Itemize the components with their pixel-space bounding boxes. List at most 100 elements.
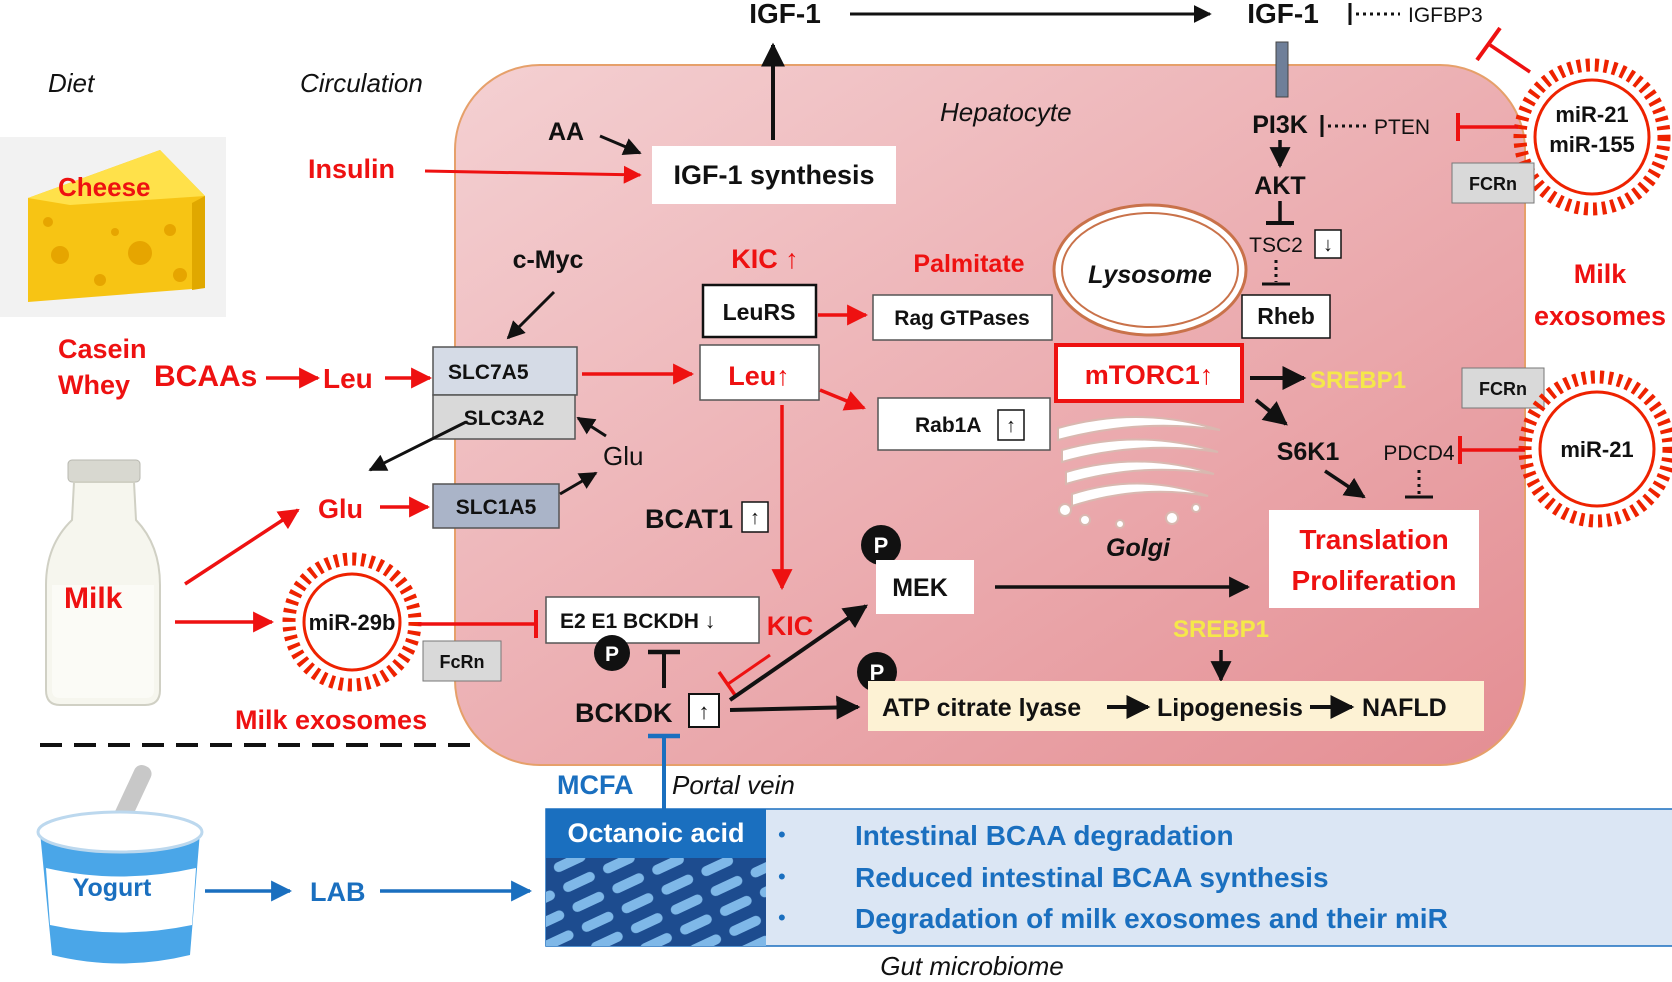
inhibit-exosome-igfbp3-bar	[1475, 26, 1502, 62]
slc3a2-label: SLC3A2	[464, 407, 545, 430]
lab-label: LAB	[310, 877, 366, 907]
translation-box	[1269, 510, 1479, 608]
casein-label: Casein	[58, 334, 147, 364]
slc3a2-box	[432, 394, 576, 440]
pi3k-label: PI3K	[1252, 111, 1308, 139]
kic-bottom-label: KIC	[767, 611, 814, 641]
leurs-box	[701, 283, 818, 339]
milk-exosomes-right-label-1: Milk	[1574, 259, 1627, 289]
arrow-glu-slc3a2	[576, 416, 607, 438]
effect-bullet-3: •	[778, 905, 786, 930]
tsc2-down-box	[1314, 229, 1342, 259]
p-badge-mek	[861, 525, 901, 565]
octanoic-acid-label: Octanoic acid	[567, 818, 744, 848]
rab1a-label: Rab1A	[915, 414, 982, 437]
mir21-lower-label: miR-21	[1560, 437, 1633, 462]
arrow-slc3a2-glu-out	[368, 420, 467, 472]
effect-3-label: Degradation of milk exosomes and their m…	[855, 903, 1448, 934]
rheb-label: Rheb	[1257, 303, 1315, 329]
whey-label: Whey	[58, 370, 130, 400]
igf1-receptor	[1275, 41, 1289, 98]
aa-label: AA	[548, 118, 584, 146]
arrow-cmyc-slc7a5	[506, 290, 556, 340]
rab1a-up-arrow: ↑	[1006, 415, 1016, 437]
arrow-bckdk-mek	[728, 604, 868, 702]
mcfa-label: MCFA	[557, 770, 634, 800]
leu-inner-box	[699, 344, 820, 401]
mek-label: MEK	[892, 574, 948, 602]
mtorc1-label: mTORC1↑	[1085, 360, 1214, 390]
arrow-bckdk-acly	[729, 695, 861, 720]
fcrn-right-mid-label: FCRn	[1479, 379, 1527, 399]
srebp1-top-label: SREBP1	[1310, 367, 1406, 394]
golgi-label: Golgi	[1106, 534, 1171, 562]
s6k1-label: S6K1	[1277, 438, 1340, 466]
palmitate-label: Palmitate	[913, 250, 1024, 278]
octanoic-acid-header	[546, 809, 766, 858]
p-badge-bckdh	[594, 635, 630, 671]
diet-label: Diet	[48, 68, 96, 98]
leurs-label: LeuRS	[723, 299, 796, 325]
exosome-mir21-mir155	[1513, 58, 1671, 216]
tsc2-down-arrow: ↓	[1323, 234, 1333, 256]
proliferation-label: Proliferation	[1292, 565, 1457, 596]
lipogenesis-label: Lipogenesis	[1157, 694, 1303, 722]
mir155-label: miR-155	[1549, 132, 1635, 157]
glu-inner-label: Glu	[603, 441, 643, 471]
bcaas-label: BCAAs	[154, 360, 257, 393]
igf1-top-right-label: IGF-1	[1247, 0, 1319, 29]
arrow-slc1a5-glu	[559, 471, 598, 496]
arrow-mtorc1-s6k1	[1254, 398, 1288, 426]
fcrn-left-label: FcRn	[440, 652, 485, 672]
milk-exosomes-left-label: Milk exosomes	[235, 705, 427, 735]
kic-top-label: KIC ↑	[731, 244, 799, 274]
igf1-synthesis-box	[652, 146, 896, 204]
bcat1-up-arrow: ↑	[750, 507, 760, 529]
effect-2-label: Reduced intestinal BCAA synthesis	[855, 862, 1329, 893]
igf1-synthesis-label: IGF-1 synthesis	[673, 160, 874, 190]
portal-vein-label: Portal vein	[672, 770, 795, 800]
milk-bottle-image	[45, 459, 161, 706]
arrow-leu-rab1a	[819, 388, 866, 411]
fcrn-right-top-box	[1451, 162, 1535, 204]
acly-bar	[868, 681, 1484, 731]
gut-microbiome-label: Gut microbiome	[880, 951, 1064, 981]
p-badge-bckdh-label: P	[605, 643, 619, 666]
yogurt-label: Yogurt	[73, 874, 152, 902]
effect-bullet-2: •	[778, 864, 786, 889]
lysosome-organelle	[1052, 203, 1248, 337]
nafld-label: NAFLD	[1362, 694, 1447, 722]
golgi-organelle	[1057, 415, 1221, 529]
slc1a5-box	[432, 483, 560, 529]
cheese-label: Cheese	[58, 172, 151, 202]
rab1a-up-box	[997, 409, 1025, 441]
mek-box	[876, 560, 974, 614]
circulation-label: Circulation	[300, 68, 423, 98]
p-badge-mek-label: P	[874, 533, 889, 558]
akt-label: AKT	[1254, 172, 1305, 200]
slc7a5-label: SLC7A5	[448, 361, 529, 384]
insulin-label: Insulin	[308, 154, 395, 184]
mtorc1-box	[1054, 343, 1244, 403]
srebp1-bottom-label: SREBP1	[1173, 616, 1269, 643]
effect-bullet-1: •	[778, 822, 786, 847]
igfbp3-label: IGFBP3	[1408, 4, 1483, 27]
milk-label: Milk	[64, 582, 123, 615]
bckdk-up-arrow: ↑	[699, 699, 710, 724]
rag-box	[872, 294, 1053, 341]
pdcd4-label: PDCD4	[1383, 442, 1455, 465]
translation-label: Translation	[1299, 524, 1448, 555]
fcrn-right-top-label: FCRn	[1469, 174, 1517, 194]
lysosome-label: Lysosome	[1088, 261, 1212, 289]
arrow-aa-igf1	[599, 134, 642, 155]
microbiome-image	[546, 858, 766, 946]
p-badge-acly-label: P	[870, 660, 885, 685]
arrow-milk-glu	[184, 508, 300, 586]
bcat1-label: BCAT1	[645, 504, 733, 534]
rheb-box	[1241, 294, 1331, 339]
inhibit-kic-bckdk	[727, 653, 771, 686]
mir29b-label: miR-29b	[309, 610, 396, 635]
bckdh-box	[545, 596, 760, 644]
leu-inner-label: Leu↑	[728, 361, 790, 391]
yogurt-cup-image	[36, 765, 204, 964]
